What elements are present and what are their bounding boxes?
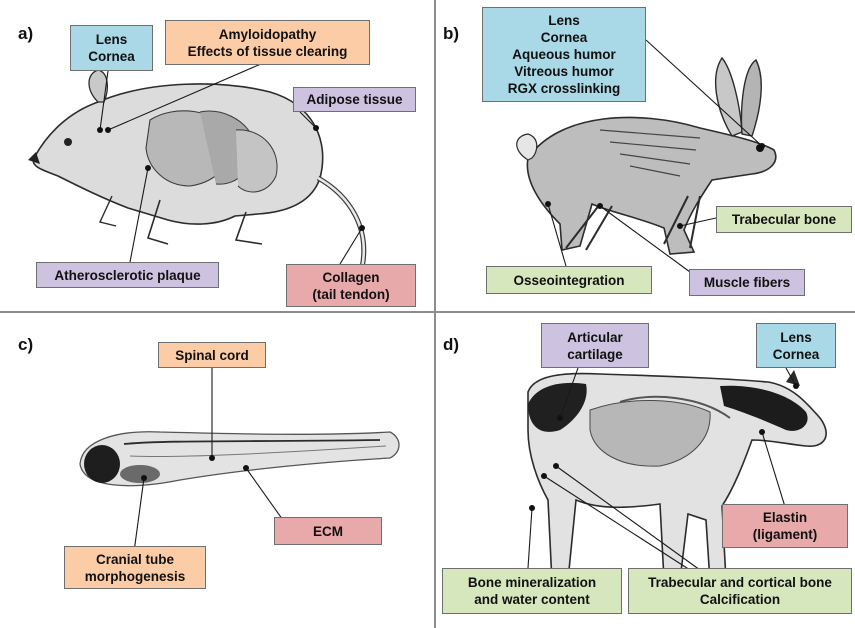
zebrafish-illustration bbox=[80, 432, 399, 486]
label-d-elastin: Elastin (ligament) bbox=[722, 504, 848, 548]
label-a-collagen: Collagen (tail tendon) bbox=[286, 264, 416, 307]
label-d-trabecular-cortical: Trabecular and cortical bone Calcificati… bbox=[628, 568, 852, 614]
cow-illustration bbox=[528, 370, 826, 582]
label-a-amyloid: Amyloidopathy Effects of tissue clearing bbox=[165, 20, 370, 65]
label-a-adipose: Adipose tissue bbox=[293, 87, 416, 112]
panel-letter-c: c) bbox=[18, 335, 33, 355]
label-d-lens-cornea: Lens Cornea bbox=[756, 323, 836, 368]
panel-letter-b: b) bbox=[443, 24, 459, 44]
label-a-lens-cornea: Lens Cornea bbox=[70, 25, 153, 71]
label-b-eye: Lens Cornea Aqueous humor Vitreous humor… bbox=[482, 7, 646, 102]
label-d-bone-mineralization: Bone mineralization and water content bbox=[442, 568, 622, 614]
label-c-ecm: ECM bbox=[274, 517, 382, 545]
panel-letter-d: d) bbox=[443, 335, 459, 355]
label-a-plaque: Atherosclerotic plaque bbox=[36, 262, 219, 288]
label-b-osseo: Osseointegration bbox=[486, 266, 652, 294]
panel-letter-a: a) bbox=[18, 24, 33, 44]
label-b-trabecular: Trabecular bone bbox=[716, 206, 852, 233]
label-c-cranial: Cranial tube morphogenesis bbox=[64, 546, 206, 589]
label-d-cartilage: Articular cartilage bbox=[541, 323, 649, 368]
label-c-spinal: Spinal cord bbox=[158, 342, 266, 368]
label-b-muscle: Muscle fibers bbox=[689, 269, 805, 296]
